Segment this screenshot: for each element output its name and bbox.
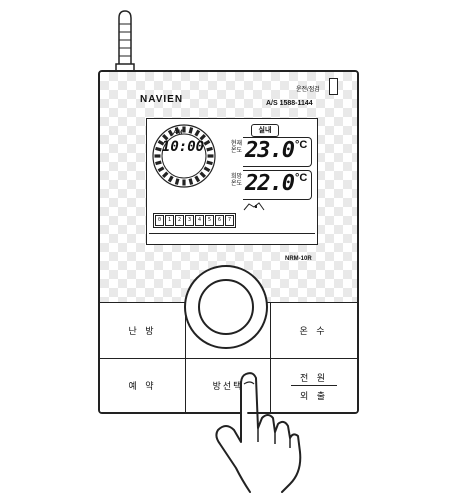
target-temperature: 희망 온도 22.0 °C: [231, 170, 313, 200]
mode-badge: 실내: [251, 124, 279, 137]
clock-tick: [203, 139, 211, 146]
clock-tick: [167, 129, 174, 137]
status-label: 운전/점검: [296, 87, 320, 93]
divider-h: [100, 358, 357, 359]
heating-button-label: 난 방: [128, 326, 157, 336]
clock-tick: [194, 175, 201, 183]
ampm-indicator: AM: [173, 130, 183, 136]
reserve-button[interactable]: 예 약: [100, 359, 185, 412]
house-icon: [243, 202, 265, 211]
lcd-display: AM 10:00 실내 현재 온도 23.0 °C 희망 온도 22.0 °: [146, 118, 318, 245]
clock-tick: [194, 129, 201, 137]
target-temp-value: 22.0: [245, 171, 295, 196]
clock-tick: [162, 171, 169, 178]
target-temp-unit: °C: [295, 172, 308, 184]
divider-v2: [270, 303, 271, 412]
clock-tick: [157, 166, 165, 173]
hot-water-button-label: 온 수: [299, 326, 328, 336]
as-phone-number: A/S 1588-1144: [266, 100, 313, 107]
power-away-button[interactable]: 전 원 외 출: [271, 359, 357, 412]
clock-tick: [174, 178, 180, 185]
clock-tick: [199, 171, 206, 178]
target-temp-label-line1: 희망: [231, 174, 243, 180]
device-upper-panel: NAVIEN 운전/점검 A/S 1588-1144 AM 10:00 실내 현…: [100, 72, 357, 302]
clock-tick: [199, 134, 206, 141]
temp-frame: [243, 137, 312, 167]
target-temp-label: 희망 온도: [231, 174, 243, 188]
power-label: 전 원: [299, 373, 329, 383]
clock-tick: [206, 146, 213, 152]
timer-cell: 1: [165, 215, 174, 226]
current-temp-unit: °C: [295, 139, 308, 151]
divider-v1: [185, 303, 186, 412]
temp-frame: [243, 170, 312, 200]
current-temp-value: 23.0: [245, 138, 295, 163]
power-away-divider: [291, 385, 337, 386]
target-temp-label-line2: 온도: [231, 181, 243, 187]
timer-cell: 3: [185, 215, 194, 226]
clock-tick: [155, 146, 162, 152]
timer-cell: 7: [225, 215, 234, 226]
clock-tick: [157, 139, 165, 146]
timer-cell: 6: [215, 215, 224, 226]
clock-tick: [162, 134, 169, 141]
room-select-button-label: 방선택: [212, 381, 244, 391]
antenna-icon: [115, 10, 135, 72]
thermostat-device: NAVIEN 운전/점검 A/S 1588-1144 AM 10:00 실내 현…: [98, 70, 359, 414]
current-temp-label-line1: 현재: [231, 141, 243, 147]
current-temperature: 현재 온도 23.0 °C: [231, 137, 313, 167]
clock-tick: [188, 178, 194, 185]
timer-cell: 5: [205, 215, 214, 226]
dial-center[interactable]: [198, 279, 254, 335]
lcd-divider: [149, 233, 315, 234]
clock-tick: [203, 166, 211, 173]
status-led-icon: [329, 78, 338, 95]
dial-knob-icon[interactable]: [184, 265, 268, 349]
clock-tick: [206, 160, 213, 166]
brand-logo: NAVIEN: [140, 94, 184, 105]
clock-ring-icon: [152, 124, 216, 188]
clock-time: 10:00: [161, 139, 205, 155]
timer-cell: 2: [175, 215, 184, 226]
current-temp-label: 현재 온도: [231, 141, 243, 155]
reserve-button-label: 예 약: [128, 381, 157, 391]
current-temp-label-line2: 온도: [231, 148, 243, 154]
hot-water-button[interactable]: 온 수: [270, 303, 357, 358]
model-number: NRM-10R: [285, 256, 312, 262]
clock-tick: [174, 127, 180, 134]
heating-button[interactable]: 난 방: [100, 303, 185, 358]
clock-tick: [167, 175, 174, 183]
away-label: 외 출: [299, 391, 329, 401]
clock-tick: [188, 127, 194, 134]
timer-cell: 0: [155, 215, 164, 226]
pointing-hand-icon: [215, 372, 302, 493]
clock-tick: [155, 160, 162, 166]
timer-cell: 4: [195, 215, 204, 226]
